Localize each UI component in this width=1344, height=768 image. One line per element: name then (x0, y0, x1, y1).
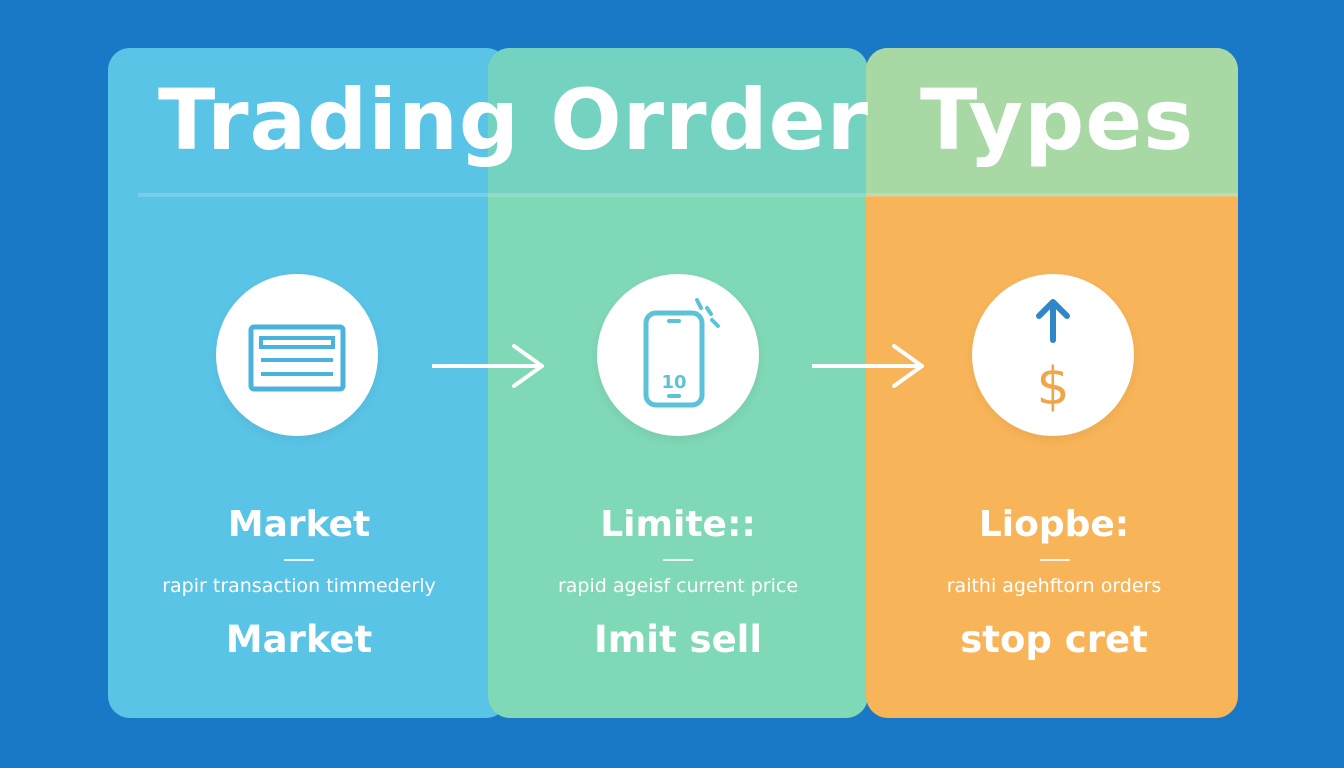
limit-action: Imit sell (593, 618, 763, 661)
title-divider (138, 193, 1238, 197)
panel-stop-header (866, 48, 1238, 196)
limit-dash (663, 559, 693, 561)
panel-limit-header (488, 48, 868, 196)
stop-description: raithi agehftorn orders (946, 575, 1162, 597)
stop-dash (1040, 559, 1070, 561)
dollar-up-icon: $ (1036, 299, 1070, 417)
page-title-types: Types (920, 71, 1195, 169)
limit-heading: Limite:: (600, 504, 756, 545)
phone-icon-number: 10 (661, 372, 686, 393)
market-action: Market (225, 618, 373, 661)
panel-stop (866, 48, 1238, 718)
page-title-main: Trading Orrder (158, 71, 870, 169)
arrow-right-icon (812, 344, 924, 388)
stop-heading: Liopbe: (978, 504, 1130, 545)
stop-icon-circle: $ (972, 274, 1134, 436)
limit-description: rapid ageisf current price (557, 575, 799, 597)
phone-icon: 10 (643, 298, 720, 408)
market-heading: Market (227, 504, 371, 545)
arrow-right-icon (432, 344, 544, 388)
limit-icon-circle: 10 (597, 274, 759, 436)
market-description: rapir transaction timmederly (162, 575, 436, 597)
list-card-icon (248, 324, 346, 392)
market-icon-circle (216, 274, 378, 436)
market-dash (284, 559, 314, 561)
stop-action: stop cret (960, 618, 1148, 661)
dollar-icon-symbol: $ (1036, 357, 1069, 417)
